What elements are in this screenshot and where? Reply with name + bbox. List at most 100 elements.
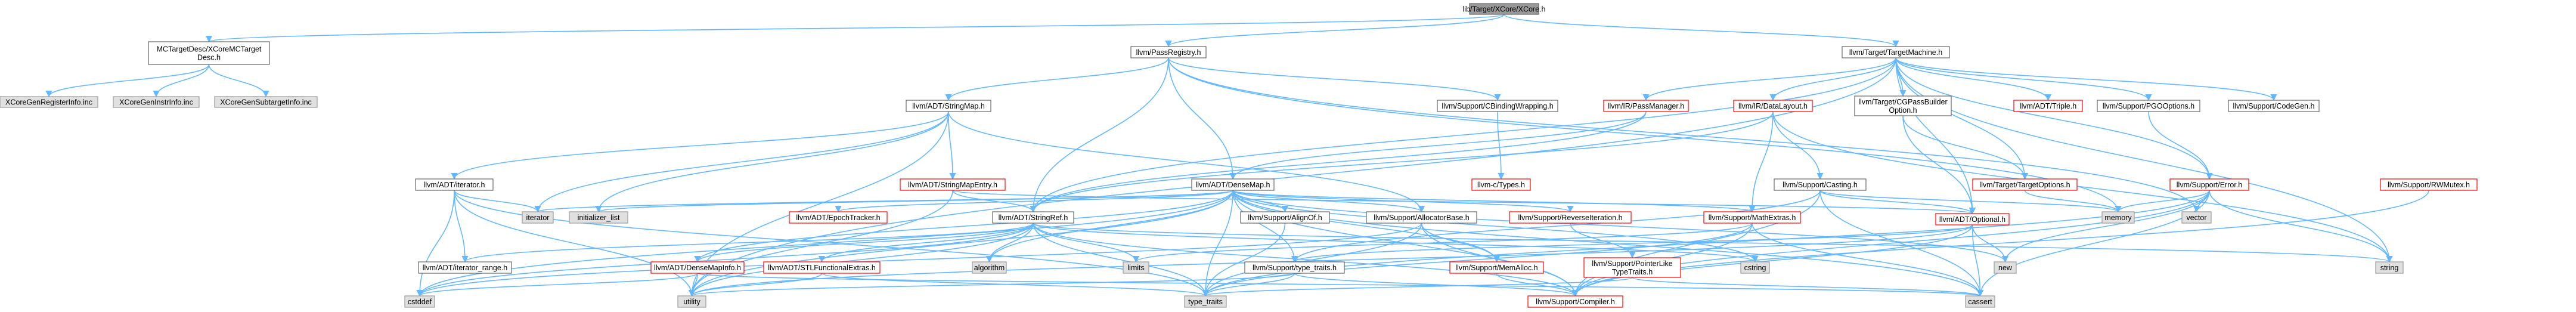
node-label: llvm/Support/ReverseIteration.h: [1518, 214, 1622, 222]
node-stringref[interactable]: llvm/ADT/StringRef.h: [992, 211, 1074, 224]
node-llvm-ctypes[interactable]: llvm-c/Types.h: [1471, 178, 1531, 191]
node-label: vector: [2186, 214, 2206, 222]
edge-targetmachine-to-pgooptions: [1895, 57, 2152, 101]
node-optional[interactable]: llvm/ADT/Optional.h: [1935, 213, 2010, 225]
edge-cgpassbuilder-to-optional: [1902, 115, 1976, 215]
node-pgooptions[interactable]: llvm/Support/PGOOptions.h: [2097, 100, 2200, 112]
edge-error-to-type-traits: [1202, 190, 2210, 297]
node-passregistry[interactable]: llvm/PassRegistry.h: [1130, 46, 1207, 58]
node-box: [1740, 261, 1770, 274]
node-box: [1191, 178, 1275, 191]
node-box: [1583, 257, 1681, 278]
node-type-traits-h[interactable]: llvm/Support/type_traits.h: [1244, 261, 1345, 274]
node-cstddef: cstddef: [404, 295, 435, 308]
edge-error-to-new: [2001, 190, 2210, 263]
edge-cbindingwrapping-to-llvm-ctypes: [1497, 111, 1505, 180]
node-label: lib/Target/XCore/XCore.h: [1463, 5, 1546, 14]
node-stringmap[interactable]: llvm/ADT/StringMap.h: [906, 100, 991, 112]
node-box: [418, 261, 512, 274]
node-compiler[interactable]: llvm/Support/Compiler.h: [1527, 295, 1623, 308]
edge-datalayout-to-mathextras: [1749, 111, 1774, 213]
node-rwmutex[interactable]: llvm/Support/RWMutex.h: [2380, 178, 2478, 191]
edge-xcore-h-to-mctargetdesc: [206, 14, 1505, 43]
edge-casting-to-type-traits-h: [1291, 190, 1821, 263]
node-box: [522, 211, 554, 224]
node-datalayout[interactable]: llvm/IR/DataLayout.h: [1733, 100, 1813, 112]
node-box: [972, 261, 1007, 274]
node-limits: limits: [1123, 261, 1149, 274]
node-reverseiteration[interactable]: llvm/Support/ReverseIteration.h: [1509, 211, 1632, 224]
node-triple[interactable]: llvm/ADT/Triple.h: [2013, 100, 2083, 112]
node-passmanager[interactable]: llvm/IR/PassManager.h: [1603, 100, 1689, 112]
edge-targetmachine-to-passmanager: [1642, 57, 1896, 101]
node-densemap[interactable]: llvm/ADT/DenseMap.h: [1191, 178, 1275, 191]
node-box: [2375, 261, 2404, 274]
node-iterator-range[interactable]: llvm/ADT/iterator_range.h: [418, 261, 512, 274]
edge-datalayout-to-string: [1772, 111, 2393, 263]
node-utility: utility: [677, 295, 706, 308]
node-box: [1733, 100, 1813, 112]
node-allocatorbase[interactable]: llvm/Support/AllocatorBase.h: [1366, 211, 1477, 224]
node-casting[interactable]: llvm/Support/Casting.h: [1774, 178, 1867, 191]
node-label: llvm/IR/PassManager.h: [1608, 102, 1685, 110]
edge-densemap-to-reverseiteration: [1232, 190, 1574, 213]
node-box: [1603, 100, 1689, 112]
edge-targetmachine-to-optional: [1895, 57, 1976, 215]
node-algorithm: algorithm: [972, 261, 1007, 274]
node-label: llvm/Support/PGOOptions.h: [2103, 102, 2194, 110]
node-label: llvm/ADT/DenseMap.h: [1195, 181, 1270, 189]
node-label: llvm/ADT/StringMap.h: [912, 102, 985, 110]
edge-stringmap-to-utility: [688, 111, 949, 297]
node-stlfunctional[interactable]: llvm/ADT/STLFunctionalExtras.h: [763, 261, 881, 274]
node-xcoregensubtargetinfo: XCoreGenSubtargetInfo.inc: [214, 96, 318, 108]
node-targetoptions[interactable]: llvm/Target/TargetOptions.h: [1972, 178, 2078, 191]
node-label: MCTargetDesc/XCoreMCTarget: [157, 45, 262, 54]
node-label: llvm/Support/MathExtras.h: [1709, 214, 1796, 222]
node-memalloc[interactable]: llvm/Support/MemAlloc.h: [1449, 261, 1544, 274]
edge-densemap-to-epochtracker: [835, 190, 1233, 213]
node-box: [650, 261, 745, 274]
node-box: [1437, 100, 1558, 112]
node-targetmachine[interactable]: llvm/Target/TargetMachine.h: [1842, 46, 1950, 58]
edge-stringmap-to-iterator-std: [534, 111, 949, 213]
edge-targetmachine-to-error: [1895, 57, 2213, 180]
node-label: XCoreGenRegisterInfo.inc: [5, 98, 92, 107]
node-box: [1509, 211, 1632, 224]
node-label: XCoreGenInstrInfo.inc: [119, 98, 193, 107]
node-box: [1449, 261, 1544, 274]
node-mathextras[interactable]: llvm/Support/MathExtras.h: [1703, 211, 1801, 224]
edge-optional-to-utility: [689, 224, 1973, 297]
edge-densemapinfo-to-cstddef: [416, 273, 698, 297]
node-iterator[interactable]: llvm/ADT/iterator.h: [415, 178, 494, 191]
edge-optional-to-new: [1971, 224, 2009, 263]
node-label: algorithm: [974, 264, 1005, 272]
node-label: Option.h: [1889, 106, 1917, 115]
node-box: [789, 211, 888, 224]
node-error[interactable]: llvm/Support/Error.h: [2169, 178, 2249, 191]
node-densemapinfo[interactable]: llvm/ADT/DenseMapInfo.h: [650, 261, 745, 274]
node-iterator-std: iterator: [522, 211, 554, 224]
node-codegen[interactable]: llvm/Support/CodeGen.h: [2228, 100, 2320, 112]
edge-xcore-h-to-targetmachine: [1504, 14, 1899, 48]
edge-densemap-to-type-traits-h: [1232, 190, 1298, 263]
edge-optional-to-cassert: [1971, 224, 1984, 297]
edge-targetmachine-to-codegen: [1895, 57, 2277, 101]
node-initializer-list: initializer_list: [569, 211, 628, 224]
node-label: llvm/ADT/StringMapEntry.h: [908, 181, 997, 189]
node-box: [2169, 178, 2249, 191]
node-box: [1244, 261, 1345, 274]
edge-error-to-compiler: [1572, 190, 2210, 297]
node-label: llvm/Support/MemAlloc.h: [1455, 264, 1537, 272]
edge-iterator-to-utility: [454, 190, 696, 297]
node-label: llvm/PassRegistry.h: [1136, 48, 1201, 57]
node-cbindingwrapping[interactable]: llvm/Support/CBindingWrapping.h: [1437, 100, 1558, 112]
edge-casting-to-optional: [1819, 190, 1976, 215]
node-epochtracker[interactable]: llvm/ADT/EpochTracker.h: [789, 211, 888, 224]
edge-densemapinfo-to-cassert: [697, 273, 1983, 297]
node-box: [1184, 295, 1227, 308]
node-alignof[interactable]: llvm/Support/AlignOf.h: [1240, 211, 1330, 224]
node-stringmapentry[interactable]: llvm/ADT/StringMapEntry.h: [900, 178, 1006, 191]
